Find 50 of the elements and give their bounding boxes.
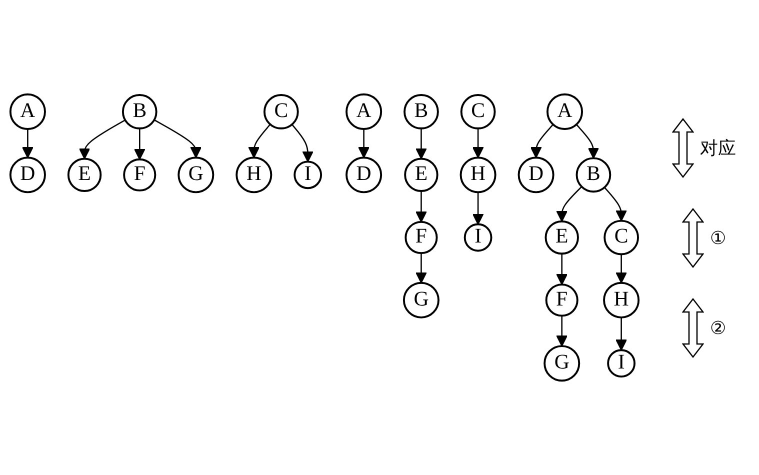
arrow [248, 124, 271, 158]
tree-node-ellipse: F [123, 158, 156, 192]
arrow [154, 119, 202, 158]
arrow [78, 119, 126, 160]
arrow [472, 128, 484, 158]
tree-node-ellipse: B [404, 94, 439, 130]
arrow [576, 124, 600, 159]
arrow [416, 191, 427, 222]
arrow [616, 254, 628, 284]
arrow [556, 254, 568, 286]
tree-node-ellipse: C [604, 220, 639, 256]
tree-node-ellipse: B [122, 94, 158, 130]
tree-node-ellipse: D [9, 156, 46, 194]
tree-node-ellipse: I [294, 160, 322, 190]
tree-node-ellipse: D [346, 156, 382, 194]
arrow [556, 186, 582, 222]
annotation-label: 对应 [700, 136, 736, 160]
tree-node-ellipse: D [518, 156, 554, 194]
arrow [616, 317, 628, 351]
tree-node-ellipse: G [402, 282, 440, 318]
tree-node-ellipse: B [576, 157, 612, 193]
arrow [358, 128, 370, 158]
arrow [530, 124, 554, 158]
tree-node-ellipse: I [464, 223, 492, 252]
arrow [472, 192, 484, 225]
annotation-label: ② [710, 316, 726, 338]
tree-node-ellipse: A [9, 93, 46, 130]
tree-node-ellipse: H [603, 282, 640, 318]
arrow [416, 253, 427, 284]
tree-node-ellipse: H [460, 156, 496, 194]
arrow [416, 128, 427, 160]
tree-node-ellipse: E [67, 158, 102, 192]
arrow [604, 186, 628, 222]
tree-node-ellipse: C [263, 94, 299, 130]
tree-node-ellipse: G [544, 345, 580, 382]
tree-node-ellipse: A [546, 93, 583, 130]
arrow [556, 316, 568, 347]
tree-node-ellipse: C [460, 94, 496, 130]
tree-node-ellipse: G [178, 156, 214, 194]
annotation-label: ① [710, 226, 726, 248]
tree-node-ellipse: F [545, 284, 578, 317]
arrow [291, 124, 314, 162]
arrow [22, 128, 34, 158]
tree-node-ellipse: I [607, 349, 636, 378]
tree-node-ellipse: H [236, 156, 272, 194]
arrow [134, 128, 146, 160]
tree-node-ellipse: F [404, 220, 438, 254]
tree-node-ellipse: A [346, 93, 382, 130]
tree-node-ellipse: E [404, 158, 438, 192]
tree-node-ellipse: E [544, 220, 579, 255]
